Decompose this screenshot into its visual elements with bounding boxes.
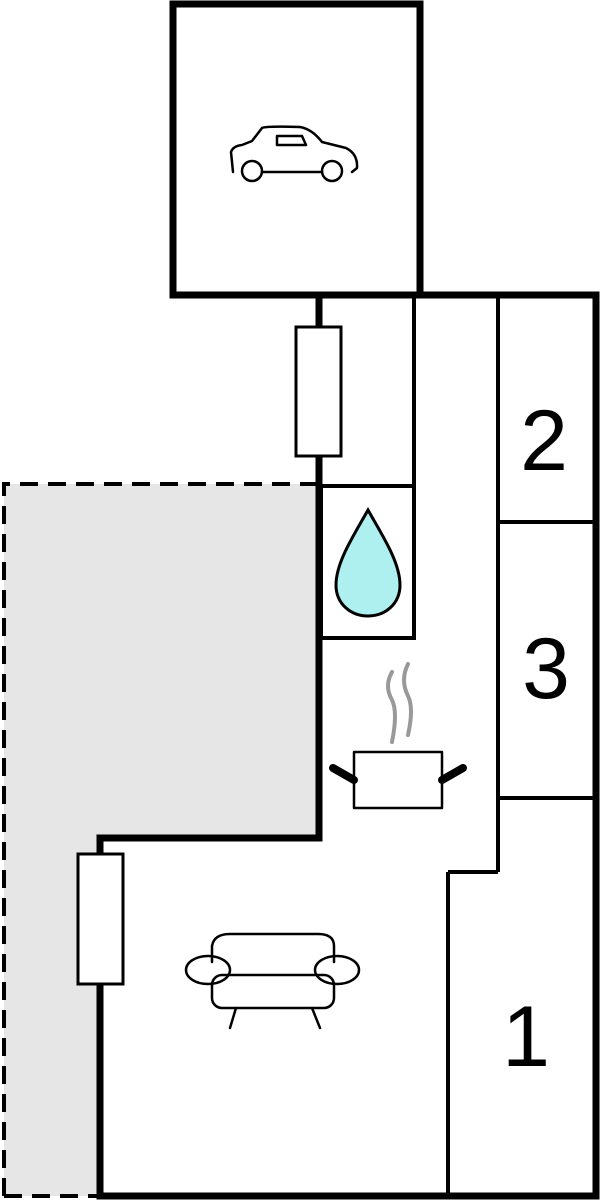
bathroom-room <box>319 484 416 640</box>
cooking-pot-icon <box>329 662 467 810</box>
exterior-walls <box>96 291 600 1200</box>
window-upper <box>294 325 343 458</box>
water-drop-icon <box>334 506 402 618</box>
room-number-3: 3 <box>522 621 570 717</box>
room-number-1: 1 <box>502 989 550 1085</box>
car-icon <box>229 125 359 183</box>
window-lower <box>76 852 125 986</box>
garage-room <box>169 0 424 299</box>
room-number-2: 2 <box>520 393 568 489</box>
terrace-area <box>2 482 316 1198</box>
interior-walls <box>412 297 594 1194</box>
sofa-icon <box>184 932 361 1030</box>
